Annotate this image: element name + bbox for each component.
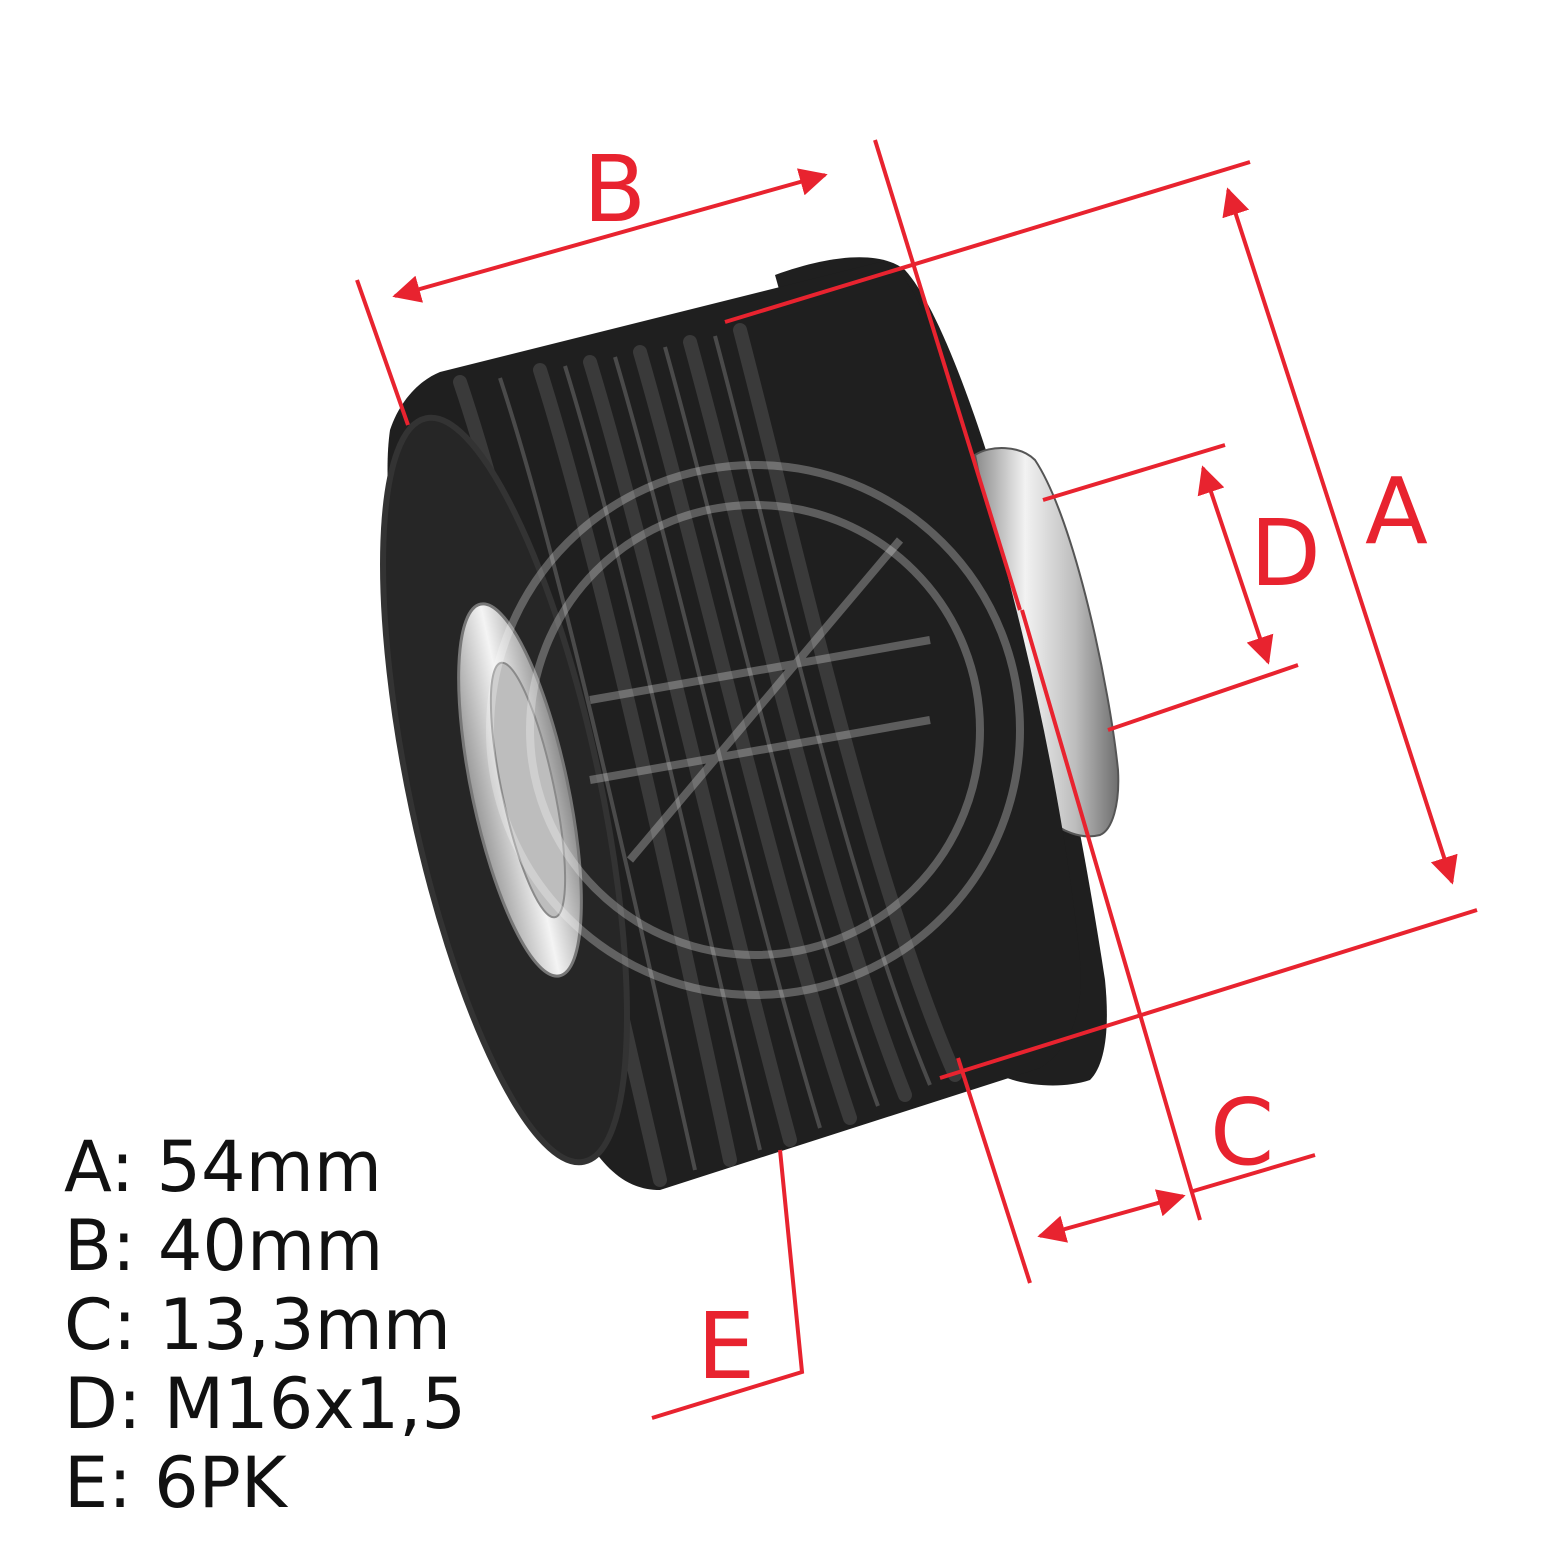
a-dimension-line — [1222, 187, 1458, 885]
spec-item-b: B: 40mm — [64, 1207, 466, 1286]
a-extension-bottom — [939, 908, 1478, 1080]
b-dimension-line — [392, 168, 828, 303]
spec-item-c: C: 13,3mm — [64, 1286, 466, 1365]
b-extension-right — [873, 139, 1022, 611]
d-extension-bottom — [1107, 663, 1299, 732]
dimension-lines — [355, 139, 1478, 1420]
spec-value: 13,3mm — [158, 1284, 451, 1366]
c-extension-left — [956, 1057, 1032, 1284]
dimension-label-a: A — [1365, 458, 1428, 565]
d-dimension-line — [1197, 465, 1274, 665]
spec-value: 40mm — [157, 1205, 384, 1287]
spec-value: 6PK — [154, 1442, 287, 1524]
c-dimension-line — [1037, 1189, 1186, 1243]
pulley-hub — [973, 447, 1120, 838]
spec-value: 54mm — [156, 1126, 382, 1208]
spec-value: M16x1,5 — [163, 1363, 466, 1445]
e-leader — [651, 1149, 805, 1420]
spec-key: D: — [64, 1363, 142, 1445]
watermark-emblem — [486, 461, 1024, 999]
spec-item-e: E: 6PK — [64, 1444, 466, 1523]
d-extension-top — [1042, 443, 1226, 502]
pulley-rib-highlights — [498, 335, 932, 1171]
spec-list: A: 54mm B: 40mm C: 13,3mm D: M16x1,5 E: … — [64, 1128, 466, 1523]
spec-key: E: — [64, 1442, 132, 1524]
b-extension-left — [355, 279, 410, 426]
pulley-graphic — [380, 257, 1120, 1190]
dimension-label-e: E — [697, 1293, 755, 1400]
spec-key: A: — [64, 1126, 135, 1208]
dimension-label-d: D — [1250, 500, 1321, 607]
spec-item-a: A: 54mm — [64, 1128, 466, 1207]
spec-key: B: — [64, 1205, 136, 1287]
spec-key: C: — [64, 1284, 137, 1366]
c-extension-right — [1020, 609, 1202, 1221]
a-extension-top — [724, 160, 1251, 324]
bearing-inner — [489, 661, 567, 919]
spec-item-d: D: M16x1,5 — [64, 1365, 466, 1444]
dimension-label-c: C — [1210, 1079, 1274, 1186]
c-leader — [1189, 1153, 1316, 1194]
dimension-label-b: B — [583, 136, 646, 243]
